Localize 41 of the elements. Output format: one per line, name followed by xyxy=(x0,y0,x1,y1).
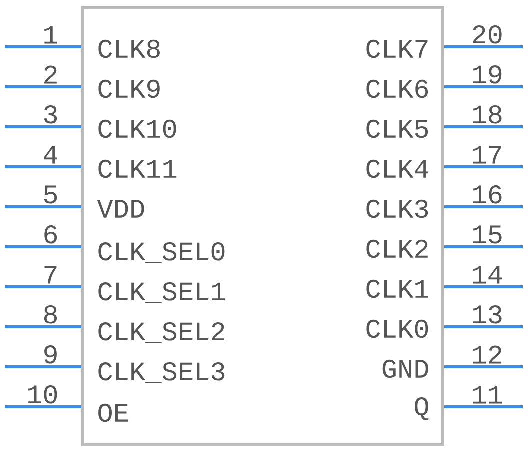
pin-name: CLK0 xyxy=(366,320,428,338)
pin-number: 15 xyxy=(473,226,502,244)
pin-number: 2 xyxy=(44,66,57,84)
pin-name: CLK11 xyxy=(98,160,177,178)
pin-name: CLK4 xyxy=(366,160,428,178)
pin-number: 8 xyxy=(44,306,58,324)
pin-name: CLK9 xyxy=(98,80,160,98)
pin-number: 10 xyxy=(28,386,58,404)
pin-number: 4 xyxy=(44,146,58,164)
pin-number: 20 xyxy=(473,26,502,44)
pin-name: CLK2 xyxy=(366,240,428,258)
pin-number: 19 xyxy=(473,66,502,84)
pin-number: 13 xyxy=(473,306,502,324)
pin-number: 18 xyxy=(473,106,502,124)
pin-number: 5 xyxy=(44,186,58,204)
pin-name: CLK3 xyxy=(366,200,428,218)
pin-name: CLK10 xyxy=(98,120,176,138)
pin-number: 3 xyxy=(44,106,58,124)
chip-body xyxy=(82,6,444,446)
pin-number: 12 xyxy=(473,346,502,364)
pin-name: CLK_SEL2 xyxy=(98,322,224,344)
pin-name: CLK6 xyxy=(366,80,428,98)
pin-name: CLK1 xyxy=(366,280,428,298)
pin-number: 14 xyxy=(473,266,502,284)
pin-name: CLK_SEL3 xyxy=(98,362,225,384)
pin-number: 16 xyxy=(473,186,502,204)
pin-number: 6 xyxy=(44,226,58,244)
pin-name: CLK7 xyxy=(366,40,428,58)
pin-number: 11 xyxy=(473,386,502,404)
pin-number: 9 xyxy=(44,346,57,364)
pin-name: CLK_SEL1 xyxy=(98,282,226,304)
pin-name: GND xyxy=(382,360,428,378)
pin-name: CLK8 xyxy=(98,40,160,58)
pin-number: 7 xyxy=(44,266,57,284)
pin-number: 1 xyxy=(44,26,58,44)
pin-name: VDD xyxy=(97,200,144,218)
pin-number: 17 xyxy=(473,146,502,164)
pin-name: CLK5 xyxy=(366,120,428,138)
pin-name: CLK_SEL0 xyxy=(98,242,225,264)
pin-name: OE xyxy=(98,404,128,422)
pin-name: Q xyxy=(415,397,429,421)
